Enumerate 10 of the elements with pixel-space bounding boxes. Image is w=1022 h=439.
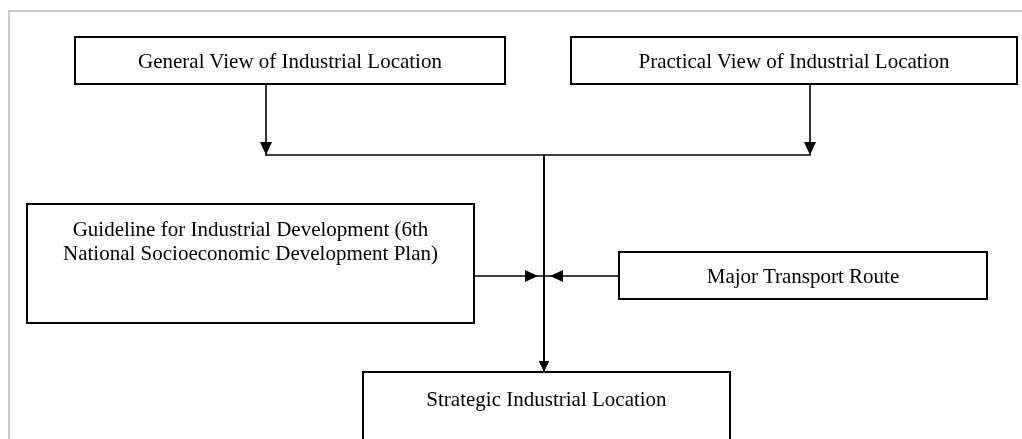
process-box xyxy=(618,251,988,300)
box-label: Guideline for Industrial Development (6th National Socioeconomic Development Plan) xyxy=(62,217,439,265)
box-label: General View of Industrial Location xyxy=(138,48,442,73)
process-box xyxy=(26,203,475,324)
box-label: Practical View of Industrial Location xyxy=(638,48,950,73)
process-box xyxy=(74,36,506,85)
process-box xyxy=(362,371,731,439)
box-label: Major Transport Route xyxy=(706,263,900,288)
process-box xyxy=(570,36,1018,85)
box-label: Strategic Industrial Location xyxy=(426,387,667,411)
